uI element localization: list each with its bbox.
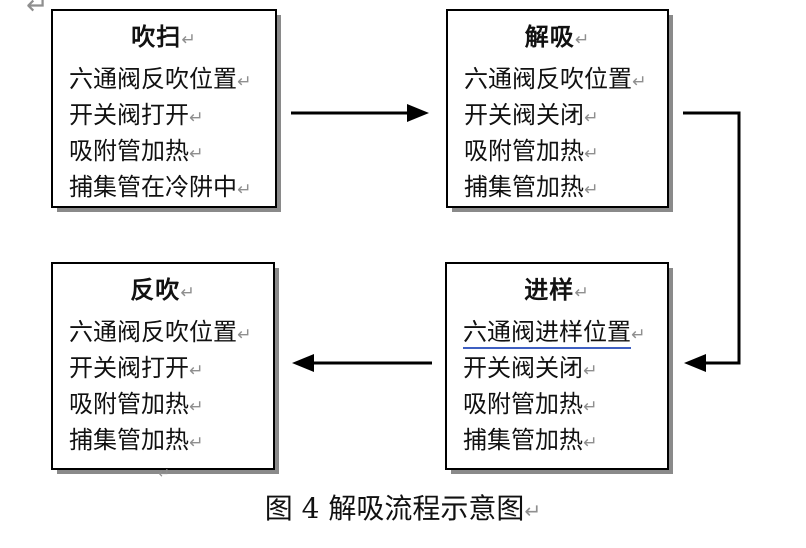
paragraph-mark: ↵ (181, 30, 197, 50)
box-line: 开关阀打开↵ (69, 101, 204, 129)
box-line: 六通阀反吹位置↵ (69, 318, 252, 346)
box-title-text: 吹扫 (131, 22, 182, 51)
box-line: 捕集管加热↵ (463, 426, 598, 454)
arrow-injection-to-backflush[interactable] (292, 354, 432, 372)
paragraph-mark: ↵ (26, 0, 49, 21)
box-line: 六通阀反吹位置↵ (69, 65, 252, 93)
paragraph-mark: ↵ (189, 433, 204, 453)
paragraph-mark: ↵ (583, 397, 598, 417)
paragraph-mark: ↵ (237, 325, 252, 345)
paragraph-mark: ↵ (574, 30, 591, 50)
paragraph-mark: ↵ (189, 144, 204, 164)
paragraph-mark: ↵ (157, 466, 171, 482)
box-title-text: 反吹 (130, 275, 181, 304)
arrow-purge-to-desorption[interactable] (291, 104, 429, 122)
paragraph-mark: ↵ (584, 180, 599, 200)
paragraph-mark: ↵ (583, 361, 598, 381)
paragraph-mark: ↵ (180, 283, 196, 303)
box-line: 吸附管加热↵ (464, 137, 599, 165)
paragraph-mark: ↵ (189, 108, 204, 128)
empty-paragraph: ↵ (59, 460, 269, 485)
box-title: 吹扫↵ (53, 23, 275, 54)
paragraph-mark: ↵ (574, 283, 590, 303)
flow-box-purge[interactable]: 吹扫↵ 六通阀反吹位置↵ 开关阀打开↵ 吸附管加热↵ 捕集管在冷阱中↵ (51, 9, 277, 208)
paragraph-mark: ↵ (524, 499, 542, 523)
box-line: 开关阀打开↵ (69, 354, 204, 382)
box-line: 捕集管加热↵ (464, 173, 599, 201)
box-line: 吸附管加热↵ (69, 390, 204, 418)
paragraph-mark: ↵ (189, 361, 204, 381)
paragraph-mark: ↵ (584, 108, 599, 128)
flow-box-injection[interactable]: 进样↵ 六通阀进样位置↵ 开关阀关闭↵ 吸附管加热↵ 捕集管加热↵ (445, 262, 669, 470)
box-title: 反吹↵ (53, 276, 273, 307)
paragraph-mark: ↵ (189, 397, 204, 417)
box-title: 解吸↵ (448, 23, 667, 54)
figure-caption-text: 图 4 解吸流程示意图 (264, 492, 525, 525)
box-title-text: 进样 (524, 275, 575, 304)
paragraph-mark: ↵ (632, 72, 647, 92)
underlined-text: 六通阀进样位置 (463, 318, 631, 349)
paragraph-mark: ↵ (583, 433, 598, 453)
paragraph-mark: ↵ (584, 144, 599, 164)
box-line: 六通阀反吹位置↵ (464, 65, 647, 93)
box-line: 开关阀关闭↵ (463, 354, 598, 382)
paragraph-mark: ↵ (237, 180, 252, 200)
flow-box-backflush[interactable]: 反吹↵ 六通阀反吹位置↵ 开关阀打开↵ 吸附管加热↵ 捕集管加热↵ ↵ (51, 262, 275, 482)
box-line: 吸附管加热↵ (69, 137, 204, 165)
figure-caption: 图 4 解吸流程示意图↵ (0, 492, 806, 528)
flow-box-desorption[interactable]: 解吸↵ 六通阀反吹位置↵ 开关阀关闭↵ 吸附管加热↵ 捕集管加热↵ (446, 9, 669, 208)
box-line: 捕集管在冷阱中↵ (69, 173, 252, 201)
box-title-text: 解吸 (524, 22, 575, 51)
box-line: 六通阀进样位置↵ (463, 316, 663, 352)
box-line: 开关阀关闭↵ (464, 101, 599, 129)
paragraph-mark: ↵ (631, 325, 646, 345)
box-title: 进样↵ (447, 276, 667, 307)
arrow-desorption-to-injection[interactable] (683, 111, 741, 372)
box-line: 吸附管加热↵ (463, 390, 598, 418)
box-line: 捕集管加热↵ (69, 426, 204, 454)
paragraph-mark: ↵ (237, 72, 252, 92)
